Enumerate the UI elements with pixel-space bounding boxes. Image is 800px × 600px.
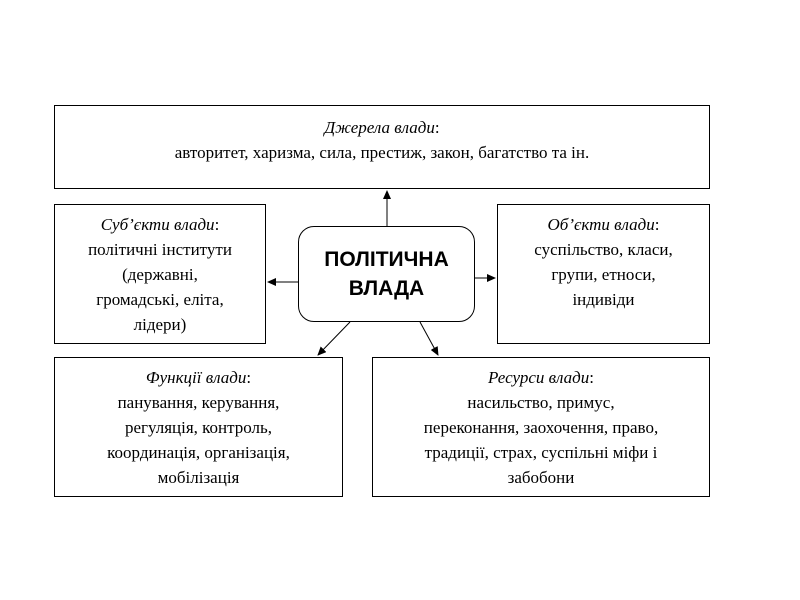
functions-line: регуляція, контроль, (124, 417, 273, 437)
resources-line: переконання, заохочення, право, (423, 417, 659, 437)
sources-heading-line: Джерела влади: (324, 115, 439, 140)
resources-line: традиції, страх, суспільні міфи і (424, 442, 658, 462)
objects-box: Об’єкти влади: суспільство, класи, групи… (497, 204, 710, 344)
political-power-node: ПОЛІТИЧНА ВЛАДА (298, 226, 475, 322)
functions-box: Функції влади: панування, керування, рег… (54, 357, 343, 497)
resources-heading-line: Ресурси влади: (488, 365, 594, 390)
functions-colon: : (246, 367, 252, 387)
sources-box: Джерела влади: авторитет, харизма, сила,… (54, 105, 710, 189)
subjects-box: Суб’єкти влади: політичні інститути (дер… (54, 204, 266, 344)
functions-line: панування, керування, (117, 392, 280, 412)
resources-colon: : (589, 367, 594, 387)
subjects-heading-line: Суб’єкти влади: (101, 212, 220, 237)
center-title-line: ВЛАДА (348, 277, 425, 300)
subjects-colon: : (214, 214, 220, 234)
subjects-heading: Суб’єкти влади (100, 214, 215, 234)
resources-line: насильство, примус, (467, 392, 615, 412)
subjects-line: громадські, еліта, (96, 289, 224, 309)
sources-heading: Джерела влади (324, 118, 435, 137)
resources-box: Ресурси влади: насильство, примус, перек… (372, 357, 710, 497)
functions-heading: Функції влади (145, 367, 247, 387)
subjects-line: політичні інститути (88, 239, 232, 259)
resources-heading: Ресурси влади (488, 367, 590, 387)
objects-heading: Об’єкти влади (547, 215, 655, 234)
objects-line: суспільство, класи, (534, 240, 673, 259)
subjects-line: (державні, (122, 264, 198, 284)
resources-line: забобони (507, 467, 575, 487)
objects-line: індивіди (572, 290, 635, 309)
functions-heading-line: Функції влади: (146, 365, 251, 390)
objects-line: групи, етноси, (551, 265, 656, 284)
objects-colon: : (654, 215, 660, 234)
functions-line: мобілізація (157, 467, 240, 487)
sources-colon: : (434, 118, 440, 137)
subjects-line: лідери) (133, 314, 187, 334)
sources-line: авторитет, харизма, сила, престиж, закон… (174, 143, 590, 162)
objects-heading-line: Об’єкти влади: (548, 212, 660, 237)
functions-line: координація, організація, (107, 442, 290, 462)
center-title-line: ПОЛІТИЧНА (324, 248, 449, 271)
arrow-to-functions (317, 321, 351, 356)
arrow-to-resources (419, 321, 439, 356)
